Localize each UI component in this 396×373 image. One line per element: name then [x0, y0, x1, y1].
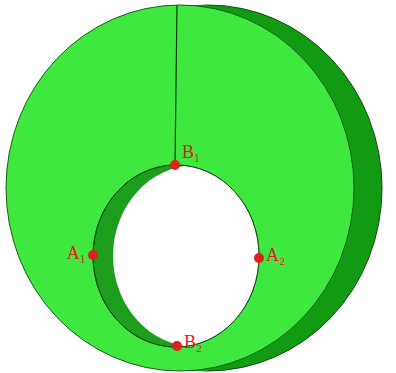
point-dot [88, 250, 98, 260]
point-label: A₂ [266, 246, 285, 264]
point-label: B₂ [184, 333, 202, 351]
point-dot [254, 253, 264, 263]
point-dot [172, 341, 182, 351]
hole-opening [113, 165, 279, 347]
point-label: A₁ [67, 244, 86, 262]
seam-line [175, 5, 177, 165]
point-label: B₁ [182, 143, 200, 161]
point-dot [170, 160, 180, 170]
front-face [6, 5, 354, 371]
hole-edge [93, 165, 259, 347]
